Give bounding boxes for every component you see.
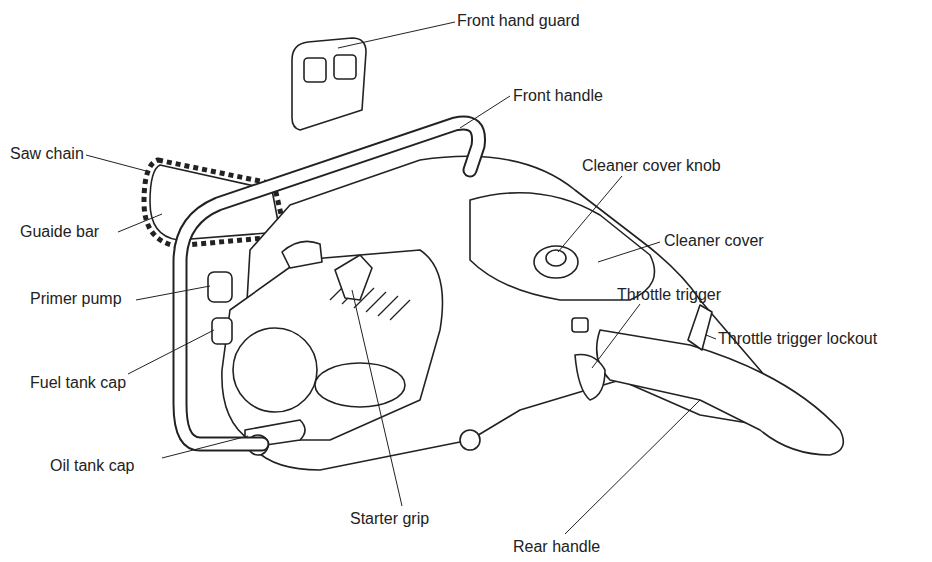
fuel-tank-cap [212, 318, 232, 344]
guard-window [304, 58, 326, 82]
leader-line [558, 176, 622, 252]
grill-slot [366, 292, 386, 312]
cleaner-cover-knob [534, 246, 578, 278]
throttle-trigger [575, 355, 605, 400]
throttle-lockout [688, 305, 712, 350]
knob-center [546, 250, 566, 266]
leader-line [706, 335, 716, 339]
rear-handle [597, 330, 844, 455]
part-label: Throttle trigger [617, 286, 721, 304]
leader-line [460, 96, 510, 128]
part-label: Guaide bar [20, 223, 99, 241]
part-label: Cleaner cover knob [582, 157, 721, 175]
grill-slot [390, 300, 410, 320]
grill-oval [315, 363, 405, 407]
leader-line [86, 155, 150, 172]
grill-slot [378, 296, 398, 316]
guard-window [334, 55, 356, 79]
primer-pump [208, 272, 232, 302]
front-handle-outline [180, 123, 479, 444]
leader-line [565, 400, 700, 534]
leader-line [118, 214, 162, 232]
front-hand-guard [292, 38, 366, 130]
front-handle [180, 123, 479, 444]
part-label: Starter grip [350, 510, 429, 528]
leader-line [592, 304, 640, 368]
leader-line [352, 290, 402, 506]
leader-line [136, 286, 210, 300]
part-label: Cleaner cover [664, 232, 764, 250]
part-label: Saw chain [10, 145, 84, 163]
part-label: Front handle [513, 87, 603, 105]
mount-bolt [460, 430, 480, 450]
part-label: Primer pump [30, 290, 122, 308]
part-label: Rear handle [513, 538, 600, 556]
starter-drum [233, 328, 317, 412]
leader-line [128, 330, 214, 374]
part-label: Throttle trigger lockout [718, 330, 877, 348]
starter-grip [335, 255, 372, 300]
starter-handle-top [282, 241, 322, 268]
leader-line [162, 436, 248, 458]
leader-line [598, 242, 660, 262]
leader-line [338, 22, 455, 48]
part-label: Oil tank cap [50, 457, 134, 475]
stop-switch [572, 318, 588, 332]
part-label: Front hand guard [457, 12, 580, 30]
starter-cover [222, 250, 443, 440]
part-label: Fuel tank cap [30, 374, 126, 392]
